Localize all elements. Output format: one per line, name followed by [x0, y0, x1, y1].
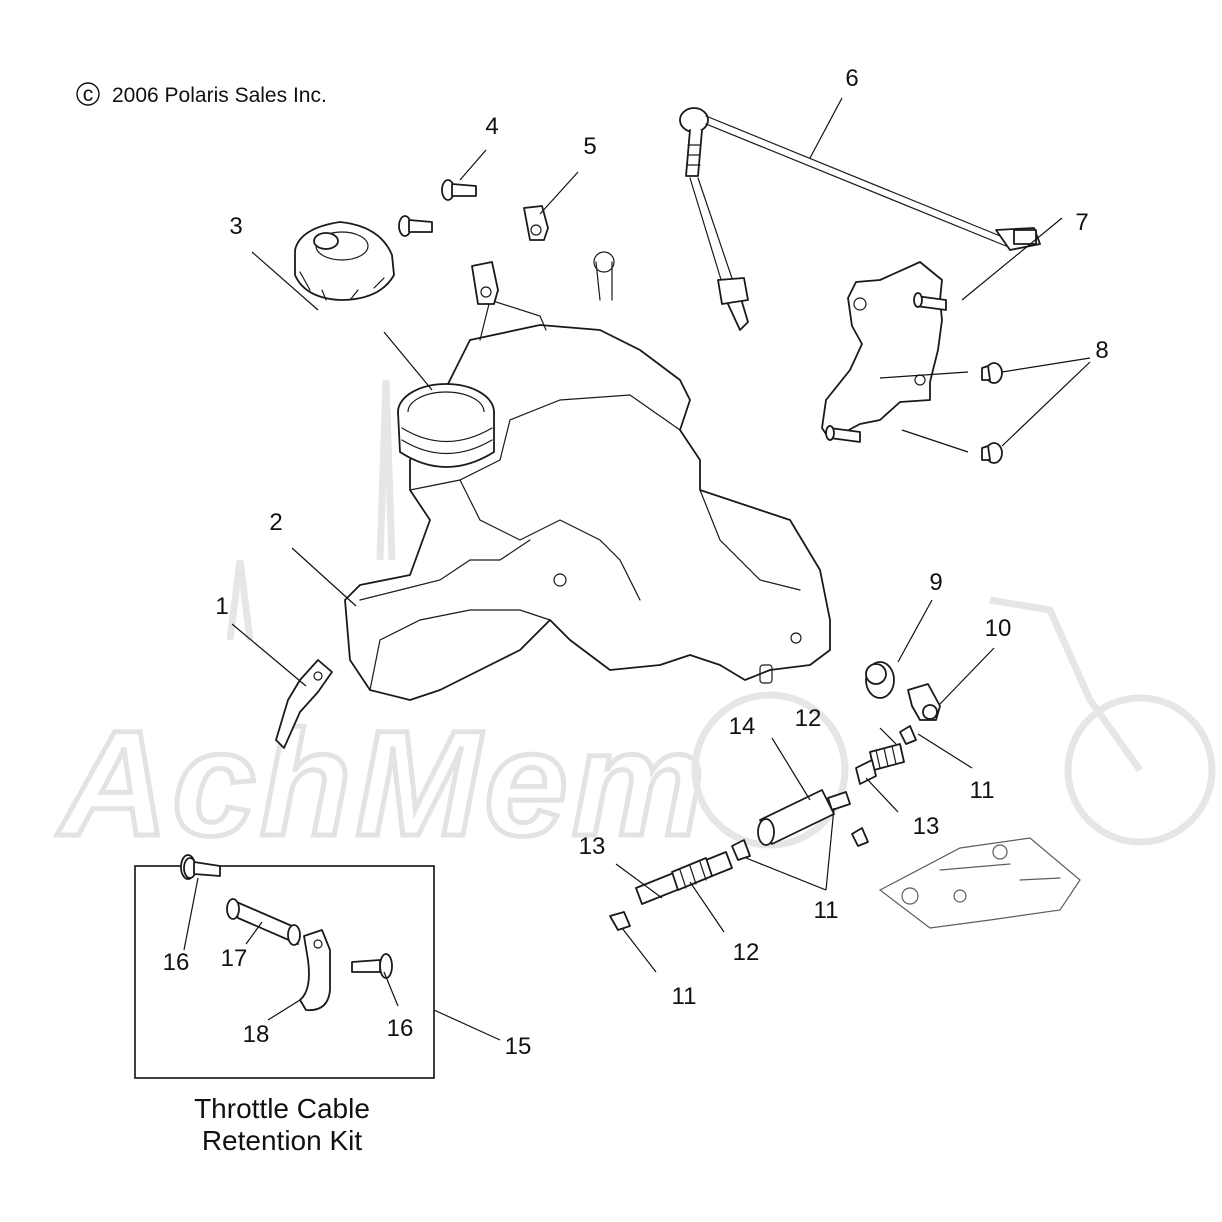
watermark-frame: [989, 596, 1143, 773]
callout-6: 6: [845, 65, 858, 92]
callout-14: 14: [729, 713, 756, 740]
callout-16-b: 16: [387, 1015, 414, 1042]
tank-body: [344, 324, 831, 701]
copyright: c 2006 Polaris Sales Inc.: [76, 82, 327, 107]
kit-title: Throttle Cable Retention Kit: [194, 1093, 370, 1156]
callout-15: 15: [505, 1033, 532, 1060]
watermark: AchMem: [54, 379, 1216, 870]
watermark-wheel-rear: [1064, 694, 1216, 846]
callout-13-a: 13: [913, 813, 940, 840]
callout-2: 2: [269, 509, 282, 536]
copyright-circle: [76, 82, 100, 106]
callout-11-a: 11: [970, 777, 995, 804]
callout-9: 9: [929, 569, 942, 596]
callout-18: 18: [243, 1021, 270, 1048]
callout-4: 4: [485, 113, 498, 140]
tank-filler-neck: [397, 383, 495, 468]
part-8-screws: [981, 362, 1003, 464]
callout-1: 1: [215, 593, 228, 620]
callout-11-b: 11: [814, 897, 839, 924]
upper-spring: [869, 743, 905, 771]
callout-12-b: 12: [733, 939, 760, 966]
part-7-bracket: [821, 261, 947, 443]
part-1-clip: [275, 659, 333, 749]
watermark-spires: [226, 379, 396, 641]
lower-spring: [671, 857, 713, 891]
callout-5: 5: [583, 133, 596, 160]
watermark-wheel-front: [691, 691, 849, 849]
kit-box: [134, 854, 435, 1079]
callout-12-a: 12: [795, 705, 822, 732]
kit-title-line-1: Throttle Cable: [194, 1093, 370, 1124]
part-10-elbow-fitting: [907, 683, 941, 721]
callout-10: 10: [985, 615, 1012, 642]
leader-lines: [183, 97, 1091, 1041]
kit-title-line-2: Retention Kit: [202, 1125, 363, 1156]
callout-8: 8: [1095, 337, 1108, 364]
part-12-13-hoses: [635, 743, 905, 905]
callout-17: 17: [221, 945, 248, 972]
copyright-text: 2006 Polaris Sales Inc.: [112, 84, 327, 107]
part-4-screws: [398, 179, 477, 237]
part-11-clamps: [609, 725, 917, 931]
fuel-tank: [344, 251, 831, 701]
callout-11-c: 11: [672, 983, 697, 1010]
callouts: 1 2 3 4 5 6 7 8 9 10 11 11 11 12 12 13 1…: [163, 65, 1109, 1060]
copyright-symbol: c: [83, 83, 94, 106]
callout-16-a: 16: [163, 949, 190, 976]
part-3-fuel-cap: [294, 221, 395, 301]
part-9-grommet: [865, 661, 895, 699]
callout-7: 7: [1075, 209, 1088, 236]
frame-sketch: [878, 837, 1081, 929]
callout-3: 3: [229, 213, 242, 240]
part-5-clip-nuts: [471, 205, 549, 305]
watermark-text: AchMem: [56, 699, 709, 867]
callout-13-b: 13: [579, 833, 606, 860]
